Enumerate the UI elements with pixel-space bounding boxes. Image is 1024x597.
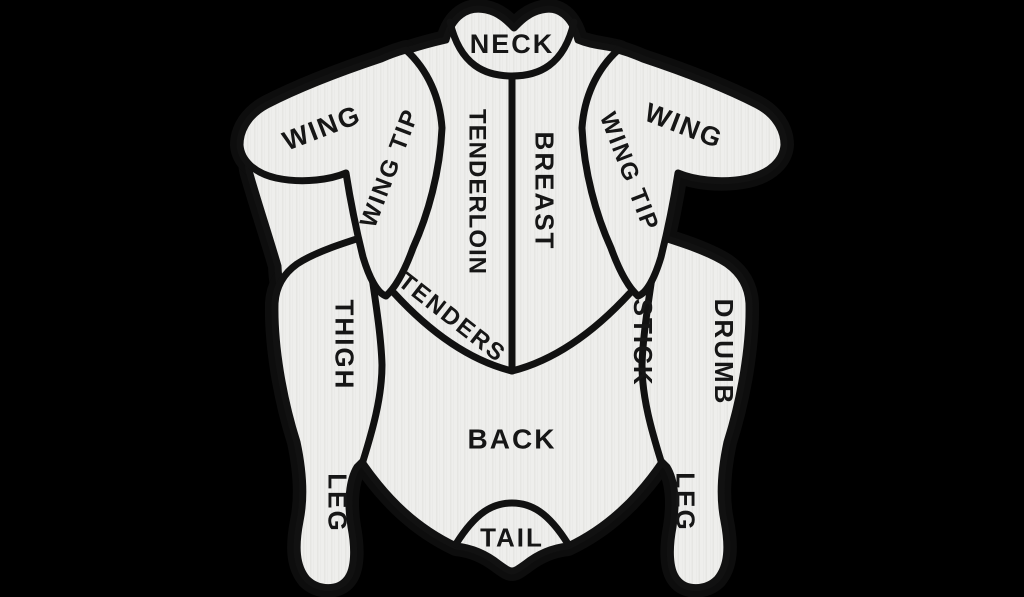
label-leg-left: LEG [322, 473, 353, 533]
label-thigh: THIGH [329, 299, 360, 391]
label-tail: TAIL [480, 522, 544, 553]
tail-cut-line [452, 499, 572, 548]
label-drumstick-line1: DRUMB [709, 298, 740, 406]
label-back: BACK [467, 423, 557, 455]
label-drumstick: DRUMB STICK [574, 299, 792, 406]
label-tenderloin: TENDERLOIN [463, 109, 491, 275]
tenders-cut-line-right [508, 289, 634, 375]
label-drumstick-line2: STICK [627, 298, 658, 387]
tenders-cut-line-left [390, 289, 516, 375]
label-neck: NECK [469, 28, 555, 59]
cut-lines-layer [390, 18, 634, 548]
label-breast: BREAST [529, 131, 560, 251]
label-leg-right: LEG [670, 472, 701, 532]
